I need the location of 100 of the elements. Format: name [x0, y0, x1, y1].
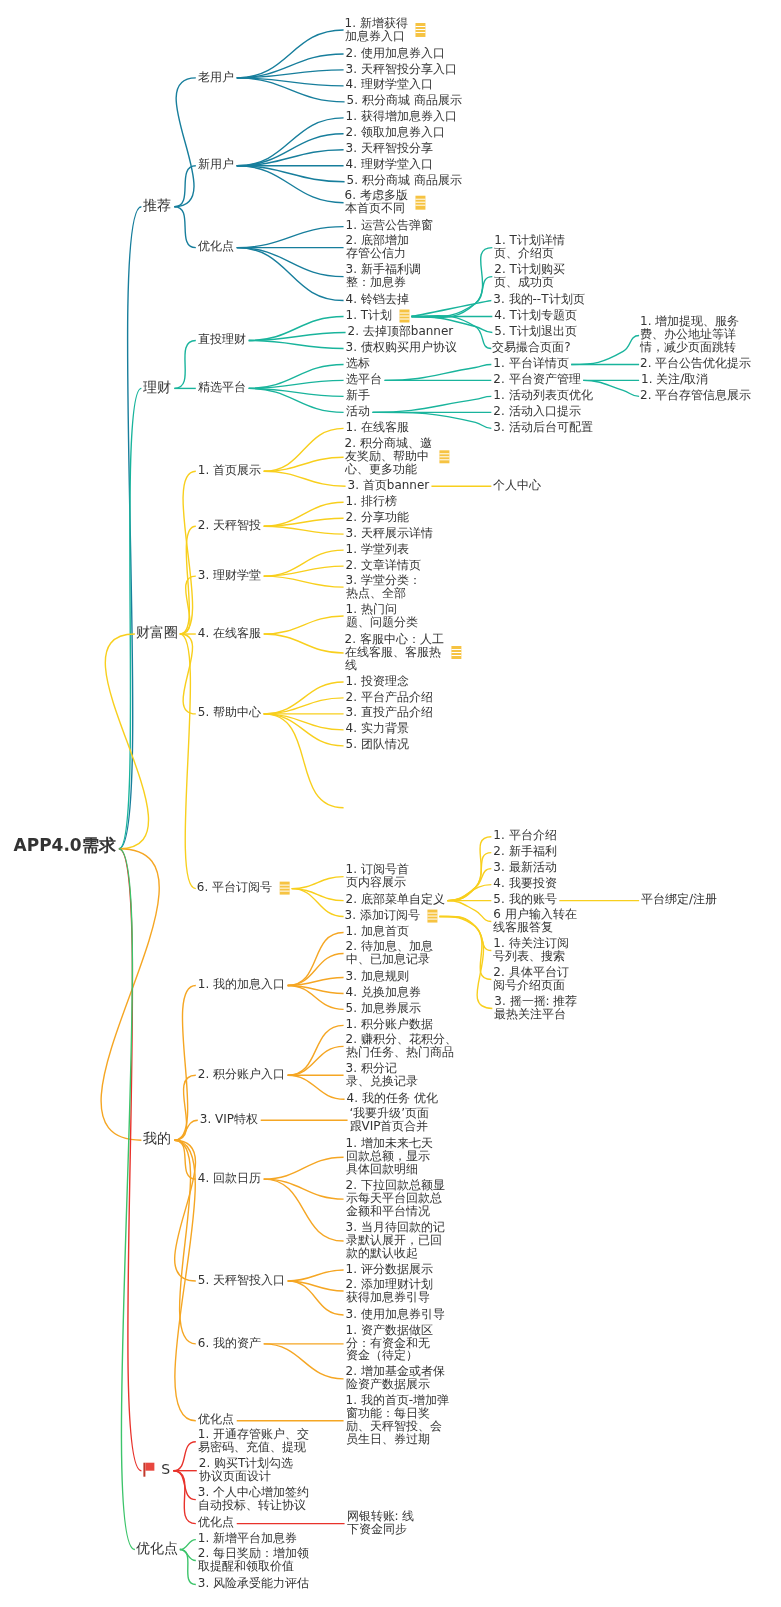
- node-text: 2. 平台产品介绍: [345, 689, 433, 704]
- connector: [290, 887, 345, 918]
- node-text: 1. 评分数据展示: [345, 1261, 433, 1276]
- node-text: 1. 热门问题、问题分类: [345, 601, 418, 629]
- node-text: 3. VIP特权: [199, 1111, 258, 1126]
- node-text: 2. 待加息、加息中、已加息记录: [345, 939, 433, 967]
- node-text: 5. 积分商城 商品展示: [346, 173, 462, 188]
- connector: [260, 1119, 349, 1121]
- node-text: 2. 每日奖励：增加领取提醒和领取价值: [197, 1546, 310, 1574]
- connector: [179, 633, 197, 890]
- node-text: 6 用户输入转在线客服答复: [493, 907, 577, 935]
- node-text: 平台绑定/注册: [641, 892, 718, 907]
- connector: [263, 1156, 345, 1180]
- node-text: 3. 当月待回款的记录默认展开，已回款的默认收起: [345, 1219, 445, 1260]
- connector: [236, 1420, 345, 1422]
- node-label: 1. T计划: [345, 308, 393, 323]
- node-text: 1. 投资理念: [345, 673, 409, 688]
- node-text: 个人中心: [493, 477, 542, 492]
- node-text: 新手: [345, 387, 370, 402]
- node-text: 5. 积分商城 商品展示: [346, 93, 462, 108]
- node-text: 5. 加息券展示: [345, 1001, 421, 1016]
- node-text: 5. 团队情况: [345, 737, 409, 752]
- connector: [286, 1024, 345, 1076]
- connector: [410, 246, 494, 319]
- connector: [410, 275, 494, 318]
- connector: [173, 387, 197, 390]
- node-text: 5. 帮助中心: [197, 705, 262, 720]
- connector: [570, 334, 640, 366]
- node-text: 3. 使用加息券引导: [345, 1306, 445, 1321]
- node-text: 5. T计划退出页: [494, 324, 577, 339]
- connector: [179, 470, 197, 635]
- connector: [118, 387, 143, 850]
- node-text: 5. 天秤智投入口: [197, 1272, 286, 1287]
- connector: [100, 847, 160, 1141]
- node-text: 1. 增加未来七天回款总额，显示具体回款明细: [345, 1135, 433, 1176]
- node-text: 1. 增加提现、服务费、办公地址等详情，减少页面跳转: [640, 314, 740, 355]
- node-text: 2. 平台公告优化提示: [640, 356, 752, 371]
- node-text: 1. 学堂列表: [345, 541, 409, 556]
- connector: [236, 165, 345, 204]
- node-text: 4. T计划专题页: [494, 308, 577, 323]
- node-text: 3. 学堂分类：热点、全部: [345, 572, 421, 600]
- connector: [173, 1139, 197, 1422]
- node-text: 2. 底部增加存管公信力: [345, 233, 409, 261]
- connector: [173, 339, 197, 390]
- connector: [173, 77, 197, 208]
- node-text: 财富圈: [136, 624, 179, 641]
- node-text: 3. 新手福利调整：加息券: [345, 262, 421, 290]
- connector: [173, 984, 197, 1141]
- connector: [263, 517, 345, 527]
- node-text: 1. 加息首页: [345, 924, 409, 939]
- node-text: 网银转账: 线下资金同步: [346, 1509, 415, 1537]
- node-text: 3. 理财学堂: [197, 567, 262, 582]
- node-text: 1. 待关注订阅号列表、搜索: [493, 936, 569, 964]
- node-text: 2. 文章详情页: [345, 557, 421, 572]
- node-text: 1. 积分账户数据: [345, 1017, 433, 1031]
- node-text: 优化点: [197, 1515, 234, 1530]
- node-label: 6. 平台订阅号: [196, 880, 273, 895]
- node-text: 5. 我的账号: [493, 892, 557, 907]
- node-text: 1. 运营公告弹窗: [345, 218, 433, 233]
- node-label: 6. 考虑多版本首页不同: [344, 188, 408, 216]
- node-text: 4. 我的任务 优化: [346, 1090, 438, 1105]
- connector: [179, 1548, 197, 1586]
- connector: [558, 899, 640, 902]
- connector: [173, 1139, 197, 1345]
- connector: [118, 847, 136, 1551]
- node-text: APP4.0需求: [13, 835, 116, 856]
- node-text: 2. 使用加息券入口: [345, 45, 445, 60]
- node-label: 2. 积分商城、邀友奖励、帮助中心、更多功能: [344, 435, 432, 476]
- connector: [383, 363, 493, 382]
- connector: [286, 1074, 346, 1100]
- connector: [263, 575, 345, 588]
- node-text: 1. 新增平台加息券: [197, 1531, 298, 1546]
- node-text: 1. 开通存管账户、交易密码、充值、提现: [197, 1427, 310, 1455]
- node-text: 2. 去掉顶部banner: [347, 324, 454, 339]
- node-text: 1. 活动列表页优化: [493, 387, 593, 402]
- node-text: 2. 增加基金或者保险资产数据展示: [345, 1364, 445, 1392]
- node-text: 3. 天秤展示详情: [345, 525, 433, 540]
- node-text: 新用户: [197, 157, 234, 172]
- node-text: 3. 个人中心增加签约自动投标、转让协议: [197, 1485, 310, 1513]
- node-text: 我的: [143, 1130, 172, 1147]
- node-text: 2. 购买T计划勾选协议页面设计: [198, 1456, 294, 1484]
- connector: [286, 1280, 345, 1316]
- connector: [263, 427, 345, 472]
- connector: [236, 1522, 346, 1525]
- node-text: 2. 领取加息券入口: [345, 125, 445, 140]
- node-text: 2. T计划购买页、成功页: [494, 262, 565, 290]
- connector: [179, 1548, 197, 1562]
- connector: [263, 549, 345, 577]
- node-text: 3. 最新活动: [493, 860, 557, 875]
- node-text: 2. 具体平台订阅号介绍页面: [493, 965, 569, 993]
- node-text: 3. 摇一摇: 推荐最热关注平台: [494, 994, 578, 1022]
- node-label: S: [161, 1460, 171, 1477]
- node-text: 2. 赚积分、花积分、热门任务、热门商品: [345, 1031, 457, 1059]
- connector: [179, 1538, 197, 1551]
- connector: [430, 485, 493, 487]
- connector: [263, 713, 345, 809]
- node-text: 活动: [345, 403, 370, 418]
- node-text: 老用户: [197, 69, 234, 84]
- node-text: 1. 资产数据做区分：有资金和无资金（待定）: [345, 1322, 433, 1363]
- connector: [582, 379, 640, 398]
